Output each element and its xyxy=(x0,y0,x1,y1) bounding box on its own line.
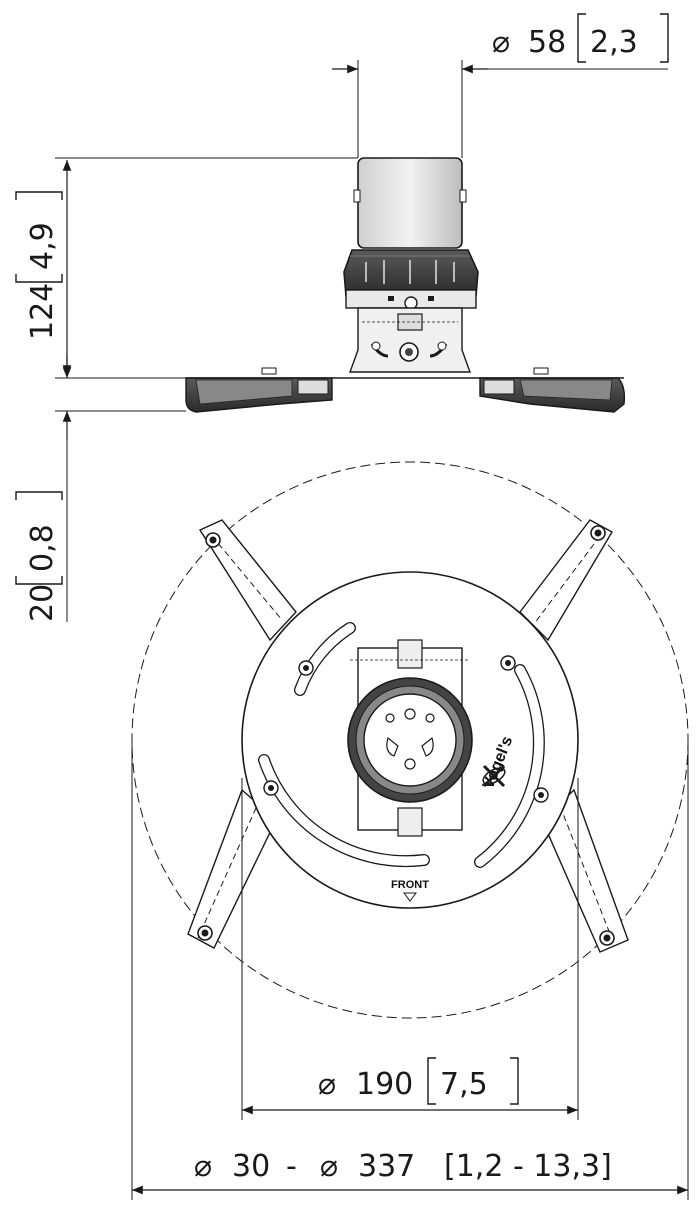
top-view: Vogel's FRONT xyxy=(131,461,689,1200)
brand-mark-icon xyxy=(482,764,506,788)
range-min-symbol: ⌀ xyxy=(194,1149,212,1184)
height-label: 124 4,9 xyxy=(15,191,63,340)
height-imperial: 4,9 xyxy=(25,222,60,270)
mount-tube xyxy=(357,157,463,249)
top-width-imperial: 2,3 xyxy=(590,25,638,60)
range-min-value: 30 xyxy=(232,1149,270,1184)
side-view xyxy=(55,60,668,622)
base-thickness-label: 20 0,8 xyxy=(15,491,63,622)
range-diameter-label: ⌀ 30 - ⌀ 337 [1,2 - 13,3] xyxy=(194,1149,612,1184)
range-max-value: 337 xyxy=(358,1149,415,1184)
range-max-symbol: ⌀ xyxy=(320,1149,338,1184)
base-thickness-imperial: 0,8 xyxy=(25,524,60,572)
height-value: 124 xyxy=(25,283,60,340)
top-width-label: ⌀ 58 2,3 xyxy=(492,13,669,63)
arm-top-left xyxy=(198,519,297,642)
plate-diameter-imperial: 7,5 xyxy=(440,1067,488,1102)
top-width-symbol: ⌀ xyxy=(492,25,510,60)
plate-diameter-value: 190 xyxy=(356,1067,413,1102)
range-separator: - xyxy=(286,1149,297,1184)
top-width-value: 58 xyxy=(528,25,566,60)
range-imperial: [1,2 - 13,3] xyxy=(444,1149,612,1184)
base-thickness-value: 20 xyxy=(25,584,60,622)
plate-diameter-label: ⌀ 190 7,5 xyxy=(318,1057,519,1105)
front-arrow-icon xyxy=(403,892,417,902)
plate-diameter-symbol: ⌀ xyxy=(318,1067,336,1102)
tilt-bracket xyxy=(349,307,471,373)
front-label: FRONT xyxy=(391,879,429,891)
arm-top-right xyxy=(519,519,613,642)
